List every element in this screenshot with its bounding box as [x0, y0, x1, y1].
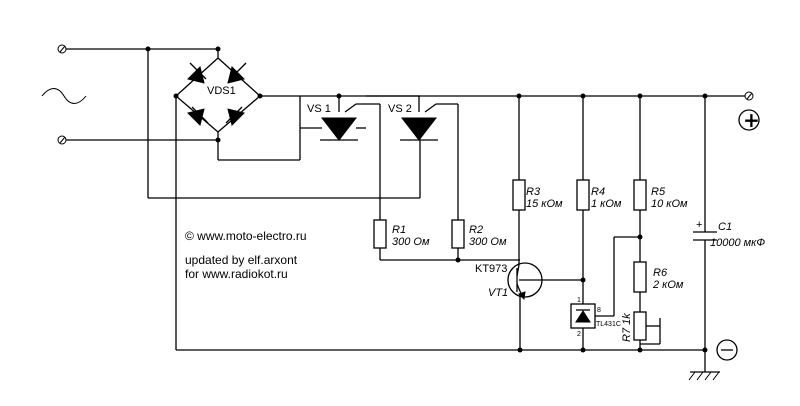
resistor-r4: [576, 179, 590, 211]
for-site-text: for www.radiokot.ru: [185, 267, 288, 281]
r3-ref: R3: [526, 186, 541, 198]
r7-ref: R7 1k: [621, 313, 633, 342]
diode-icon: [227, 108, 245, 126]
r4-ref: R4: [591, 186, 605, 198]
tl431-pin8: 8: [597, 307, 601, 314]
resistor-r5: [633, 179, 647, 211]
resistor-r2: [451, 219, 465, 249]
transistor-vt1: KT973 VT1: [475, 262, 543, 350]
ac-input: [41, 44, 218, 145]
tl431-pin1: 1: [577, 297, 581, 304]
diode-bridge-vds1: VDS1: [175, 46, 261, 143]
r6-value: 2 кОм: [652, 279, 684, 291]
r2-value: 300 Ом: [469, 236, 507, 248]
thyristor-icon: [320, 117, 358, 141]
r6-ref: R6: [653, 267, 668, 279]
r5-ref: R5: [651, 186, 666, 198]
bridge-label: VDS1: [207, 85, 236, 97]
r1-ref: R1: [392, 224, 406, 236]
resistor-r6: [633, 261, 647, 293]
tl431-type: TL431C: [596, 321, 621, 328]
thyristor-vs1: VS 1: [217, 95, 380, 161]
c1-value: 10000 мкФ: [710, 237, 765, 249]
trimmer-r7: R7 1k: [621, 311, 661, 342]
diode-icon: [227, 66, 245, 84]
resistor-r1: [373, 219, 387, 249]
vs2-label: VS 2: [388, 103, 412, 115]
ground-icon: [688, 350, 720, 381]
thyristor-icon: [400, 117, 438, 141]
positive-terminal: +: [738, 91, 760, 132]
c1-polarity: +: [696, 219, 702, 231]
resistor-r3: [512, 179, 526, 211]
r3-value: 15 кОм: [526, 198, 563, 210]
c1-ref: C1: [718, 221, 732, 233]
resistor-r7: [633, 311, 647, 341]
negative-terminal: [716, 339, 738, 361]
zener-icon: [575, 310, 591, 323]
vs1-label: VS 1: [307, 103, 331, 115]
r1-value: 300 Ом: [392, 236, 430, 248]
positive-sign: +: [743, 108, 760, 132]
updated-by-text: updated by elf.arxont: [185, 253, 298, 267]
tl431-pin2: 2: [577, 331, 581, 338]
vt1-type: KT973: [475, 263, 507, 275]
r2-ref: R2: [469, 224, 483, 236]
copyright-text: © www.moto-electro.ru: [185, 229, 307, 243]
vt1-ref: VT1: [488, 287, 508, 299]
r4-value: 1 кОм: [591, 198, 622, 210]
r5-value: 10 кОм: [651, 198, 688, 210]
ac-sine-icon: [41, 88, 87, 104]
